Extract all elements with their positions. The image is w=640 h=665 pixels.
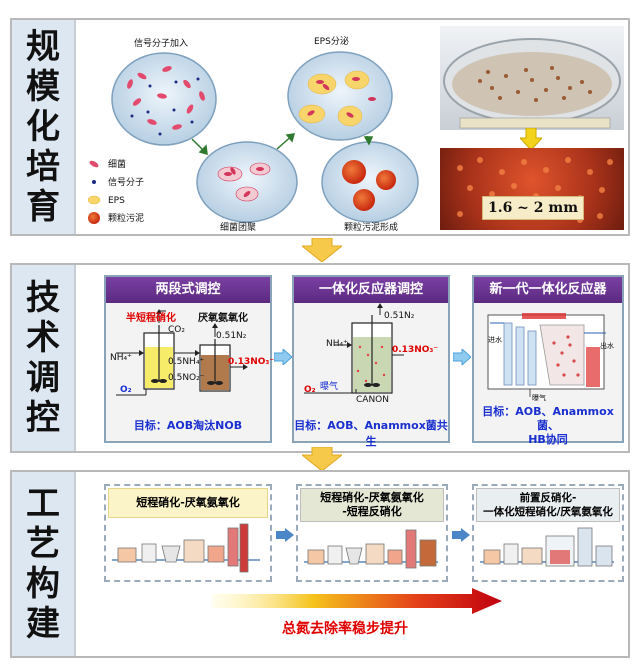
label-aeration-3: 曝气 <box>532 394 546 402</box>
process-2-title: 短程硝化-厌氧氨氧化 -短程反硝化 <box>300 488 444 522</box>
process-3: 前置反硝化- 一体化短程硝化/厌氧氨氧化 <box>472 484 624 582</box>
label-outflow: 出水 <box>600 342 614 350</box>
label-eps-secretion: EPS分泌 <box>314 35 349 47</box>
side-title-technology-regulation: 技术调控 <box>12 265 74 451</box>
side-title-char: 化 <box>26 107 60 147</box>
dish-bacteria-aggregate <box>196 141 298 223</box>
trend-arrow <box>212 588 502 614</box>
side-title-char: 调 <box>26 358 60 398</box>
photo-granular-sludge: 1.6 ~ 2 mm <box>440 148 624 230</box>
label-signal-added: 信号分子加入 <box>134 37 188 49</box>
integrated-reactor-diagram <box>304 303 404 394</box>
arrow-down-photo <box>520 128 542 150</box>
side-title-char: 培 <box>26 147 60 187</box>
dish-eps-secretion <box>287 51 393 141</box>
side-title-char: 艺 <box>26 524 60 564</box>
side-title-char: 工 <box>26 484 60 524</box>
two-stage-reactor-diagram <box>116 309 248 396</box>
section-technology-regulation: 技术调控 两段式调控 <box>10 263 630 453</box>
label-canon: CANON <box>356 395 389 405</box>
label-no3: 0.13NO₃⁻ <box>392 345 439 355</box>
panel-new-generation: 新一代一体化反应器 进水 出水 曝气 目标：AOB、Anammox菌、 HB协同 <box>472 275 624 446</box>
label-nh4: NH₄⁺ <box>326 339 348 349</box>
legend-eps: EPS <box>108 196 125 206</box>
side-title-char: 建 <box>26 604 60 644</box>
arrow-right-p2 <box>453 349 471 365</box>
label-no3-out: 0.13NO₃⁻ <box>228 357 275 367</box>
label-o2-2: O₂ <box>304 385 316 395</box>
trend-label: 总氮去除率稳步提升 <box>282 621 408 637</box>
process-1-title: 短程硝化-厌氧氨氧化 <box>108 488 268 518</box>
process-3-title: 前置反硝化- 一体化短程硝化/厌氧氨氧化 <box>476 488 620 522</box>
panel-two-stage-header: 两段式调控 <box>106 277 270 303</box>
goal-two-stage: 目标：AOB淘汰NOB <box>133 419 243 432</box>
side-title-char: 控 <box>26 398 60 438</box>
granulation-process-diagram: 信号分子加入 EPS分泌 细菌团聚 <box>87 35 419 233</box>
arrow-down-2 <box>302 447 342 471</box>
arrow-right-p1 <box>274 349 292 365</box>
label-no2-mid: 0.5NO₂⁻ <box>168 373 205 383</box>
side-title-char: 术 <box>26 318 60 358</box>
arrow-right-proc1 <box>276 528 294 542</box>
side-title-scale-cultivation: 规模化培育 <box>12 20 74 234</box>
label-co2: CO₂ <box>168 325 185 335</box>
granule-size-caption: 1.6 ~ 2 mm <box>482 196 584 220</box>
panel-two-stage: 两段式调控 半短程硝化 厌氧 <box>104 275 275 443</box>
side-title-char: 规 <box>26 27 60 67</box>
new-generation-reactor-diagram <box>487 313 606 397</box>
label-n2: 0.51N₂ <box>384 311 415 321</box>
side-title-char: 构 <box>26 564 60 604</box>
label-nh4-mid: 0.5NH₄⁺ <box>168 357 205 367</box>
legend-signal: 信号分子 <box>108 176 144 188</box>
side-title-char: 育 <box>26 187 60 227</box>
label-granule-formed: 颗粒污泥形成 <box>344 221 398 233</box>
process-1-flow <box>112 523 260 573</box>
side-title-process-construction: 工艺构建 <box>12 472 74 656</box>
label-anammox: 厌氧氨氧化 <box>198 313 248 324</box>
panel-new-generation-header: 新一代一体化反应器 <box>474 277 622 303</box>
sidebar-technology-regulation: 技术调控 <box>12 265 76 451</box>
side-title-char: 技 <box>26 278 60 318</box>
section-scale-cultivation: 规模化培育 <box>10 18 630 236</box>
photo-petri-dish <box>440 26 624 130</box>
section-process-construction: 工艺构建 短程硝化-厌氧氨氧化 短程硝化-厌氧氨氧化 -短程反硝化 <box>10 470 630 658</box>
label-partial-nitrification: 半短程硝化 <box>126 313 176 324</box>
dish-signal-added <box>111 52 217 146</box>
process-1: 短程硝化-厌氧氨氧化 <box>104 484 272 582</box>
dish-granule-formed <box>321 141 419 223</box>
label-bacteria-aggregate: 细菌团聚 <box>220 221 256 233</box>
label-inflow: 进水 <box>488 336 502 344</box>
sidebar-process-construction: 工艺构建 <box>12 472 76 656</box>
sidebar-scale-cultivation: 规模化培育 <box>12 20 76 234</box>
side-title-char: 模 <box>26 67 60 107</box>
panel-integrated-header: 一体化反应器调控 <box>294 277 448 303</box>
label-aeration: 曝气 <box>320 382 339 392</box>
process-3-flow <box>480 527 614 567</box>
legend-granule: 颗粒污泥 <box>108 212 144 224</box>
label-n2-out: 0.51N₂ <box>216 331 247 341</box>
arrow-right-proc2 <box>452 528 470 542</box>
goal-new-generation: 目标：AOB、Anammox菌、 HB协同 <box>482 405 614 446</box>
goal-integrated: 目标：AOB、Anammox菌共生 <box>294 419 448 448</box>
label-o2: O₂ <box>120 385 132 395</box>
process-2-flow <box>304 529 438 569</box>
process-2: 短程硝化-厌氧氨氧化 -短程反硝化 <box>296 484 448 582</box>
label-nh4-in: NH₄⁺ <box>110 353 132 363</box>
panel-integrated: 一体化反应器调控 0.51N₂ NH₄⁺ 0.13NO₃⁻ 曝气 O₂ CANO… <box>292 275 450 448</box>
arrow-down-1 <box>302 238 342 262</box>
legend-bacteria: 细菌 <box>108 158 126 170</box>
